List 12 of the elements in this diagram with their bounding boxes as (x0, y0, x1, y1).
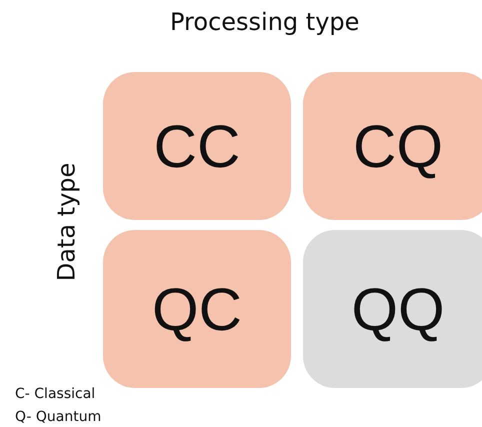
quadrant-code: QQ (351, 274, 445, 344)
axis-title: Processing type (170, 8, 360, 36)
quadrant-code: CC (154, 112, 240, 180)
quadrant-code: QC (152, 274, 242, 344)
axis-title: Data type (52, 162, 80, 282)
quadrant-box (303, 230, 482, 388)
legend-text: C- Classical (15, 386, 96, 402)
legend-text: Q- Quantum (15, 409, 102, 425)
quadrant-box (303, 72, 482, 220)
quadrant-box (103, 72, 291, 220)
quadrant-code: CQ (353, 112, 443, 180)
quadrant-box (103, 230, 291, 388)
